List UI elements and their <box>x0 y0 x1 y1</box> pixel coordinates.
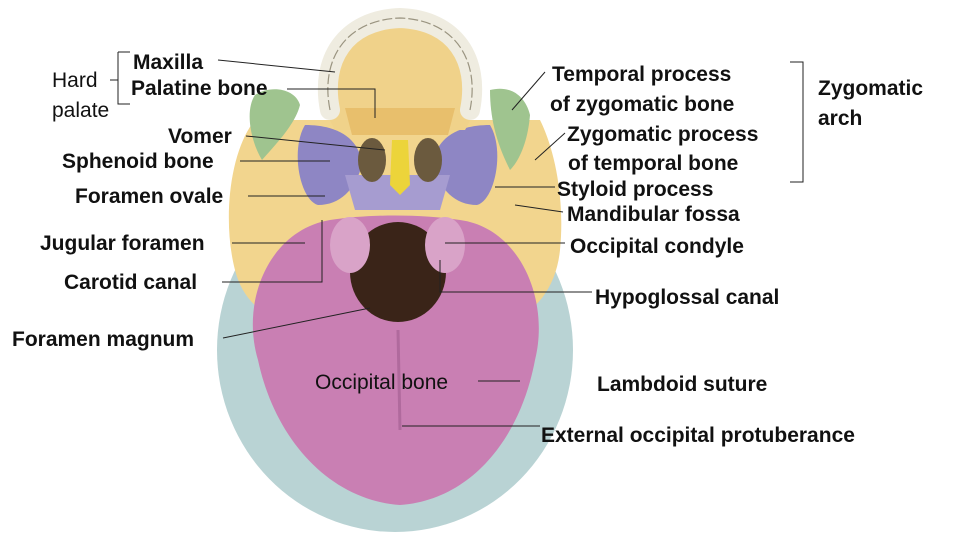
label-foramen-magnum: Foramen magnum <box>12 328 195 351</box>
label-sphenoid-bone: Sphenoid bone <box>62 150 214 173</box>
occipital-condyle-left <box>330 217 370 273</box>
label-lambdoid-suture: Lambdoid suture <box>597 373 768 396</box>
label-styloid-process: Styloid process <box>557 178 714 201</box>
label-temporal-process-2: of zygomatic bone <box>550 93 735 116</box>
zygomatic-left <box>249 89 300 160</box>
label-vomer: Vomer <box>168 125 232 148</box>
label-mandibular-fossa: Mandibular fossa <box>567 203 740 226</box>
palatine-shape <box>345 108 455 135</box>
label-carotid-canal: Carotid canal <box>64 271 198 294</box>
label-hard-palate: palate <box>52 99 110 122</box>
label-zygomatic-process-1: Zygomatic process <box>567 123 759 146</box>
sphenoid-left <box>297 125 362 205</box>
choana-right <box>414 138 442 182</box>
label-palatine-bone: Palatine bone <box>131 77 268 100</box>
label-occipital-bone: Occipital bone <box>315 371 449 394</box>
maxilla-shape <box>324 21 476 130</box>
label-temporal-process-1: Temporal process <box>552 63 732 86</box>
leader-lines <box>110 51 804 427</box>
label-occipital-condyle: Occipital condyle <box>570 235 744 258</box>
occipital-bone-shape <box>252 215 539 505</box>
label-zygomatic-process-2: of temporal bone <box>568 152 739 175</box>
label-jugular-foramen: Jugular foramen <box>40 232 205 255</box>
teeth-outline <box>327 17 473 111</box>
vomer-shape <box>390 140 410 195</box>
occipital-condyle-right <box>425 217 465 273</box>
choana-left <box>358 138 386 182</box>
label-zygomatic-arch-line1: Zygomatic <box>818 77 924 100</box>
label-maxilla: Maxilla <box>133 51 204 74</box>
foramen-magnum-opening <box>350 222 446 322</box>
label-hard-palate-line1: Hard <box>52 69 98 92</box>
occipital-crest <box>396 329 402 431</box>
label-hypoglossal-canal: Hypoglossal canal <box>595 286 780 309</box>
label-external-occipital-protuberance: External occipital protuberance <box>541 424 855 447</box>
label-zygomatic-arch: arch <box>818 107 863 130</box>
zygomatic-right <box>490 88 530 170</box>
sphenoid-right <box>433 125 498 205</box>
label-foramen-ovale: Foramen ovale <box>75 185 224 208</box>
